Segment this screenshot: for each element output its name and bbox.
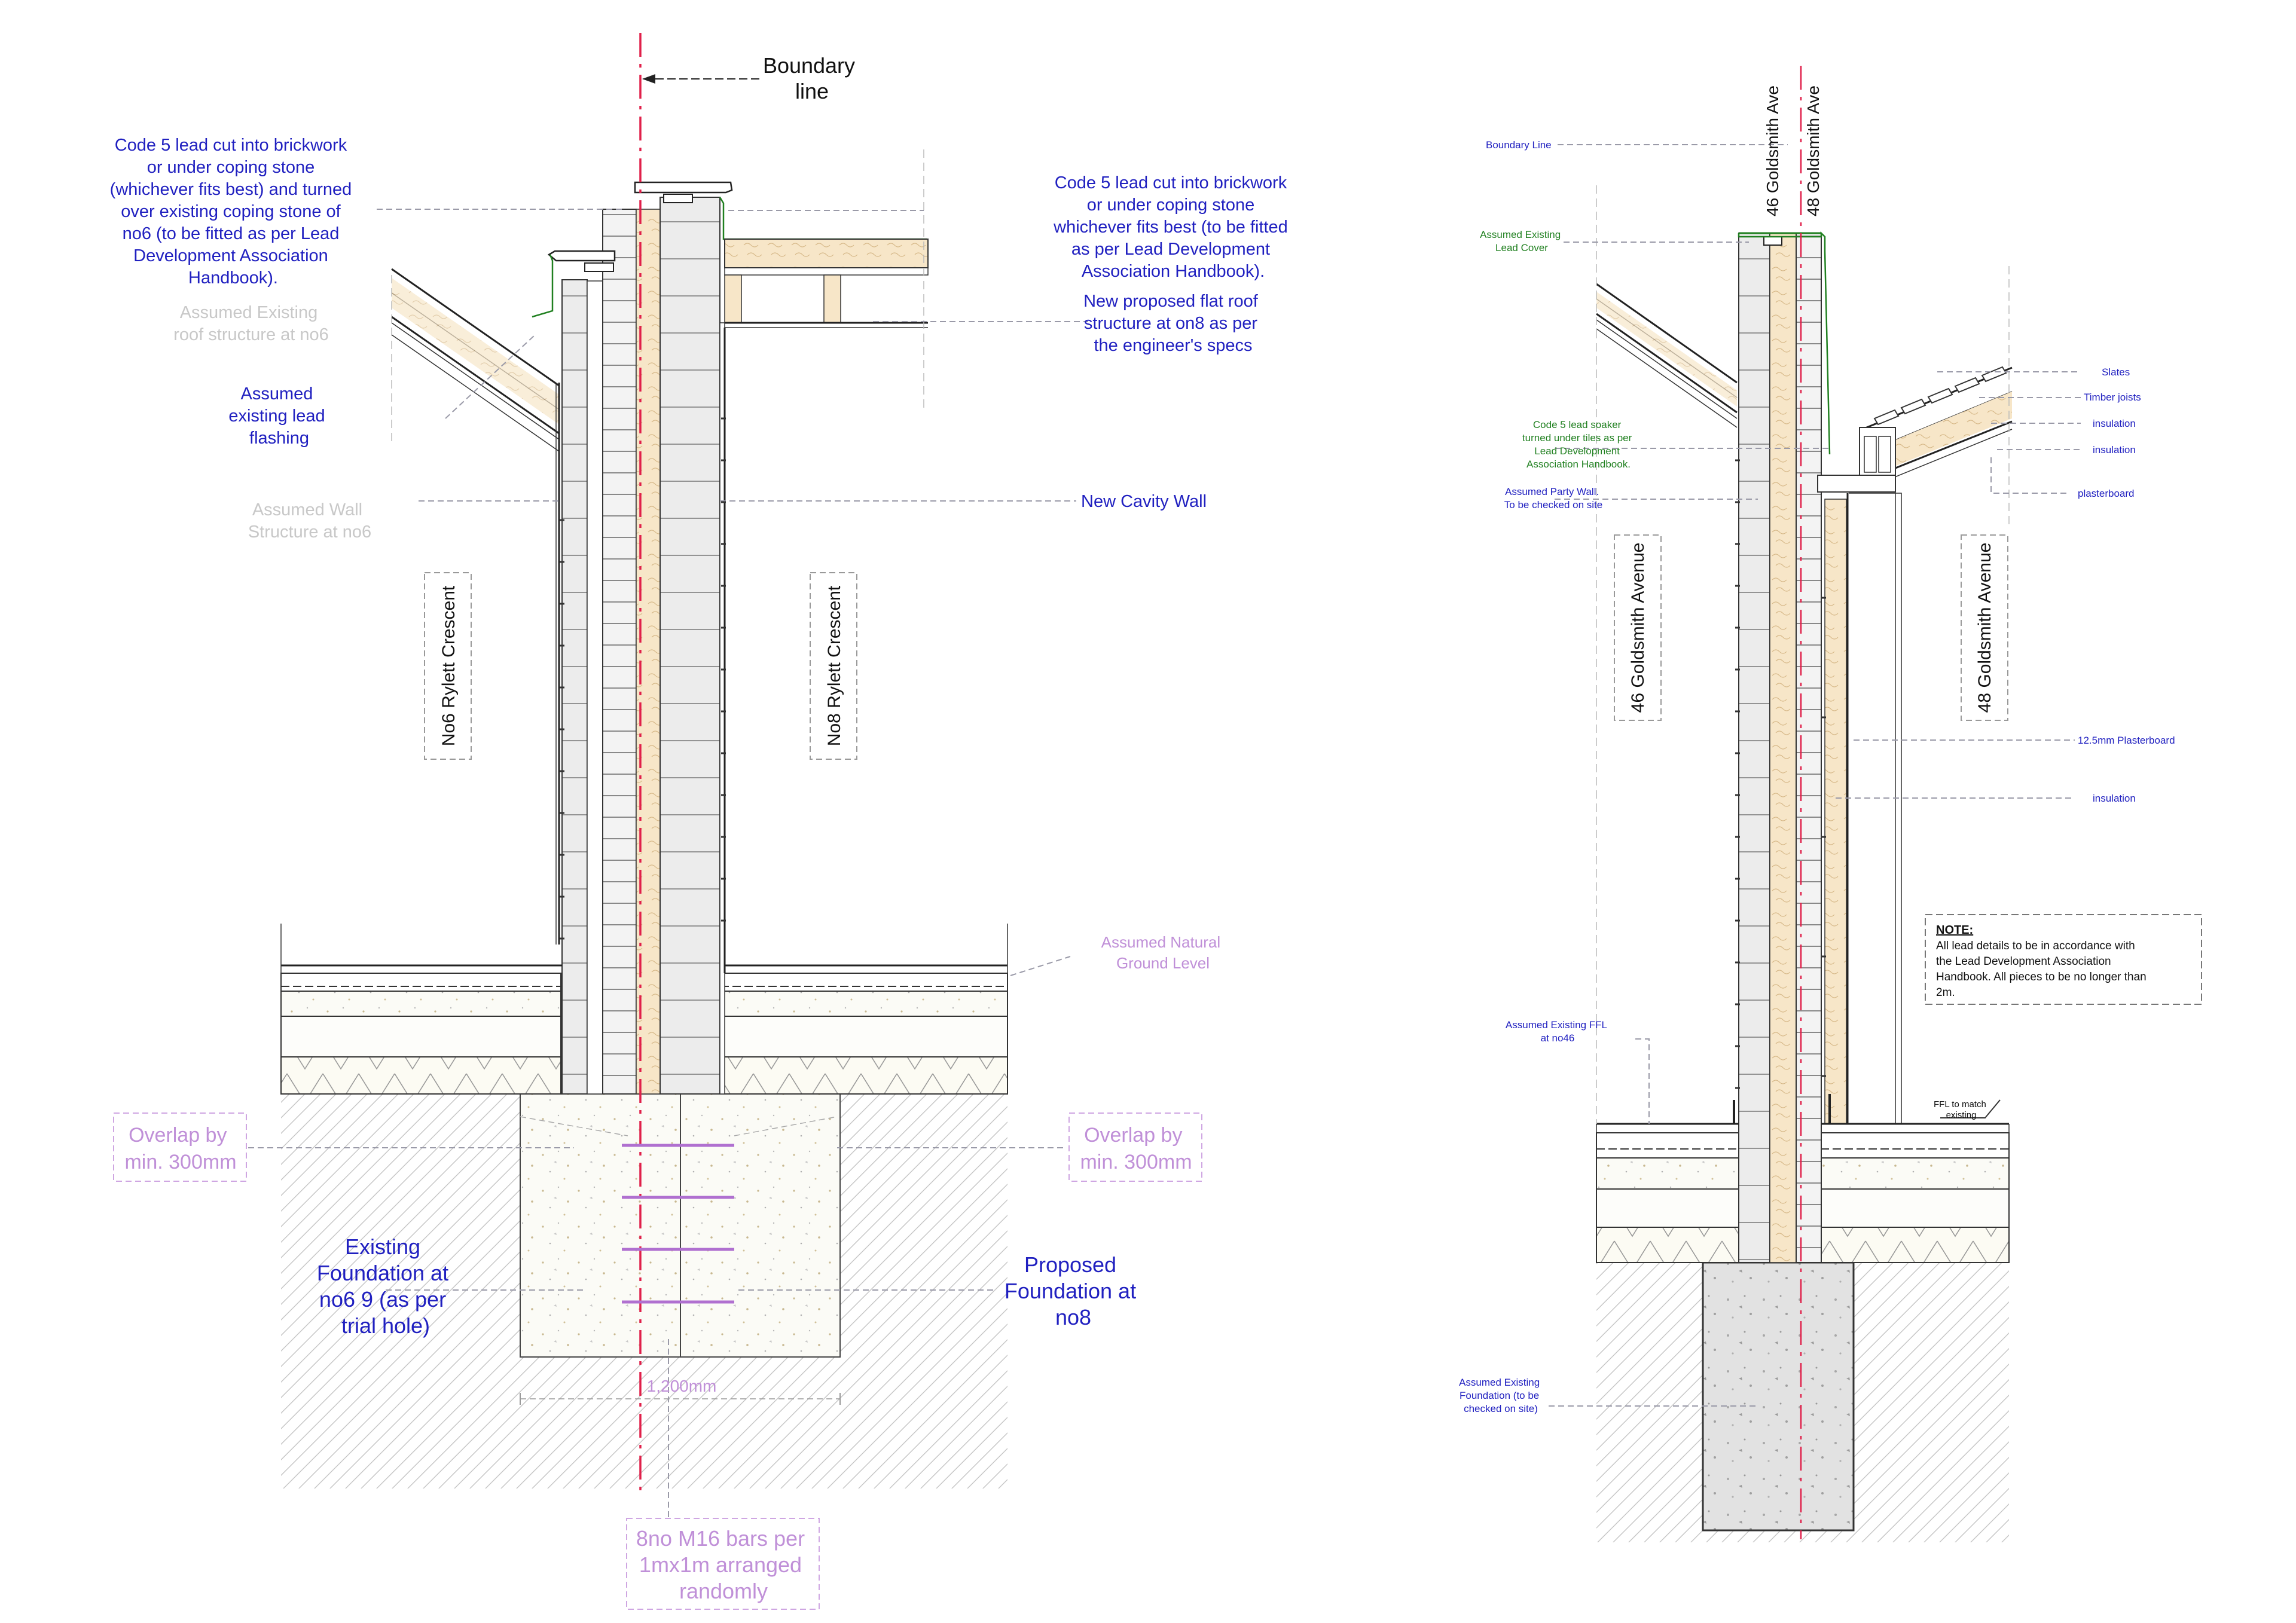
right-section-drawing	[1549, 66, 2202, 1542]
note-body: All lead details to be in accordance wit…	[1936, 940, 2150, 999]
lead-cover-label: Assumed Existing Lead Cover	[1480, 229, 1564, 253]
proposed-foundation-label: Proposed Foundation at no8	[1004, 1252, 1142, 1329]
cavity-wall-label: New Cavity Wall	[1081, 492, 1207, 511]
room-46-label: 46 Goldsmith Avenue	[1628, 543, 1648, 713]
dimension-label: 1,200mm	[647, 1377, 717, 1395]
timber-joists-label: Timber joists	[2084, 392, 2141, 403]
top-48-label: 48 Goldsmith Ave	[1804, 85, 1822, 216]
right-annotations: Boundary Line 46 Goldsmith Ave 48 Goldsm…	[1459, 85, 2175, 1414]
foundation-right-label: Assumed Existing Foundation (to be check…	[1459, 1377, 1543, 1414]
ground-level-label: Assumed Natural Ground Level	[1101, 933, 1225, 972]
left-section-drawing	[113, 33, 1202, 1610]
overlap-left-label: Overlap by min. 300mm	[124, 1124, 236, 1173]
wall-no6-label: Assumed Wall Structure at no6	[248, 500, 371, 542]
plasterboard-125-label: 12.5mm Plasterboard	[2078, 735, 2175, 746]
flat-roof-label: New proposed flat roof structure at on8 …	[1083, 292, 1263, 355]
note-title: NOTE:	[1936, 924, 1973, 937]
code5-left-label: Code 5 lead cut into brickwork or under …	[110, 136, 357, 288]
ffl-label: Assumed Existing FFL at no46	[1506, 1019, 1610, 1044]
party-wall-label: Assumed Party Wall. To be checked on sit…	[1504, 486, 1602, 511]
slates-label: Slates	[2102, 366, 2130, 378]
insulation-label-1: insulation	[2093, 418, 2136, 429]
plasterboard-label: plasterboard	[2078, 488, 2135, 499]
room-48-label: 48 Goldsmith Avenue	[1975, 543, 1995, 713]
bars-label: 8no M16 bars per 1mx1m arranged randomly	[636, 1526, 811, 1603]
room-no8-label: No8 Rylett Crescent	[825, 585, 844, 746]
boundary-line-label-right: Boundary Line	[1486, 139, 1552, 151]
roof-no6-label: Assumed Existing roof structure at no6	[173, 303, 329, 344]
existing-foundation-label: Existing Foundation at no6 9 (as per tri…	[317, 1234, 454, 1338]
code5-right-label: Code 5 lead cut into brickwork or under …	[1053, 173, 1293, 281]
top-46-label: 46 Goldsmith Ave	[1763, 85, 1782, 216]
room-no6-label: No6 Rylett Crescent	[439, 585, 459, 746]
ffl-match-label: FFL to match existing	[1934, 1099, 1989, 1120]
left-annotations: Boundary line Code 5 lead cut into brick…	[110, 53, 1293, 1603]
insulation-label-3: insulation	[2093, 793, 2136, 804]
boundary-line-label: Boundary line	[763, 53, 861, 103]
overlap-right-label: Overlap by min. 300mm	[1080, 1124, 1192, 1173]
insulation-label-2: insulation	[2093, 444, 2136, 456]
lead-flashing-label: Assumed existing lead flashing	[228, 384, 329, 448]
lead-soaker-label: Code 5 lead soaker turned under tiles as…	[1522, 419, 1635, 470]
